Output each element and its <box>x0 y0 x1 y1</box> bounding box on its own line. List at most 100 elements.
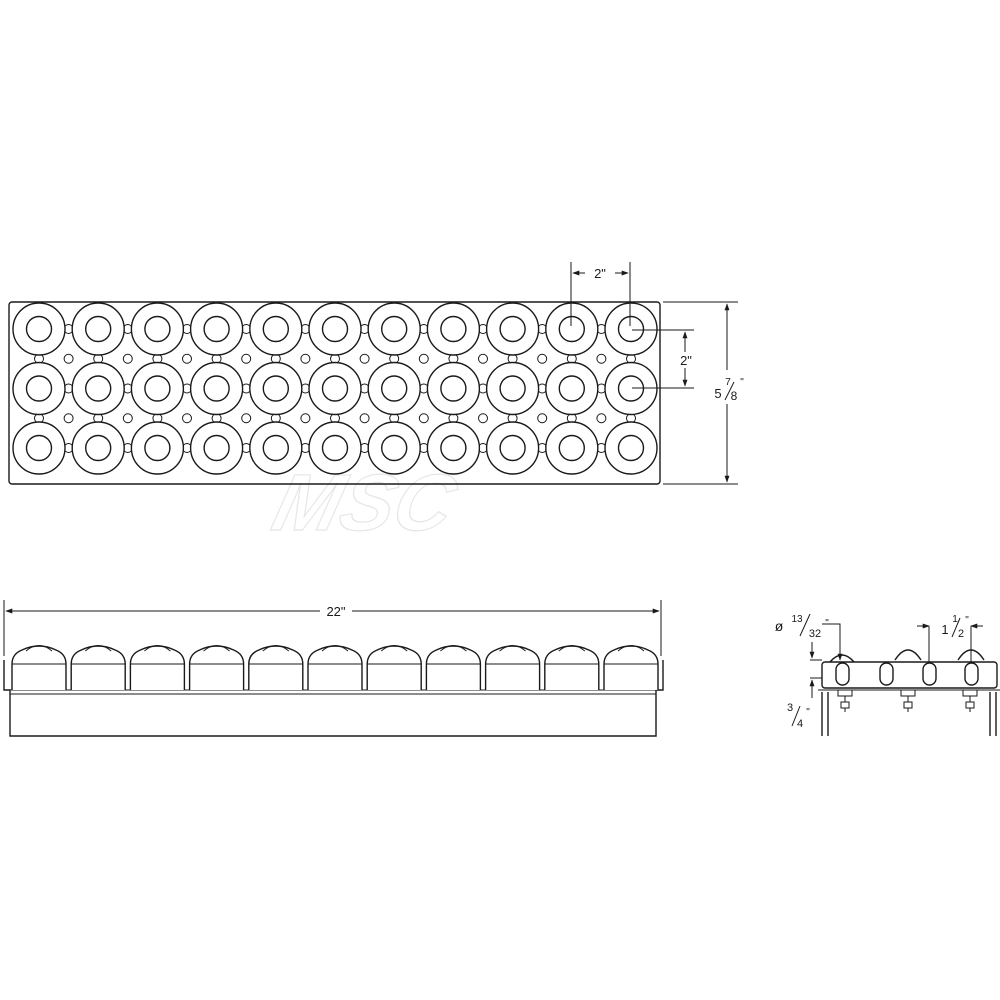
small-hole <box>182 353 192 364</box>
side-ball-transfer <box>544 645 600 690</box>
ball-transfer-outer <box>12 421 66 475</box>
side-ball-dome <box>144 645 171 652</box>
side-ball-dome <box>321 645 349 652</box>
ball-transfer-outer <box>485 421 540 475</box>
ball-transfer-outer <box>249 361 303 416</box>
ball-transfer-inner <box>558 315 585 343</box>
slot-unit: " <box>965 615 969 626</box>
offset-denominator: 4 <box>797 718 803 730</box>
slot-whole: 1 <box>941 622 948 637</box>
ball-transfer-outer <box>189 421 244 475</box>
small-hole <box>359 413 370 424</box>
small-hole <box>418 413 429 424</box>
side-ball-transfer <box>425 645 482 690</box>
small-hole <box>359 353 370 364</box>
side-ball-dome <box>380 645 408 652</box>
offset-callout: 3 4 " <box>787 642 822 730</box>
ball-transfer-inner <box>144 315 171 343</box>
ball-transfer-outer <box>12 302 66 356</box>
slot-length-callout: 1 1 2 " <box>917 614 983 662</box>
ball-transfer-inner <box>84 315 112 343</box>
ball-transfer-outer <box>130 302 185 356</box>
ball-transfer-inner <box>558 375 585 402</box>
side-ball-housing <box>188 645 245 690</box>
ball-transfer-outer <box>485 302 540 356</box>
ball-transfer-inner <box>381 434 408 462</box>
side-ball-housing <box>484 645 541 690</box>
offset-numerator: 3 <box>787 702 793 714</box>
ball-transfer-inner <box>203 315 230 343</box>
side-ball-transfer <box>307 645 363 690</box>
ball-transfer-inner <box>25 434 53 462</box>
offset-unit: " <box>806 707 810 718</box>
ball-transfer-outer <box>249 421 303 475</box>
side-ball-housing <box>603 645 659 690</box>
diameter-denominator: 32 <box>809 628 821 640</box>
side-ball-dome <box>499 645 526 652</box>
side-ball-transfer <box>484 645 541 690</box>
side-ball-housing <box>544 645 600 690</box>
small-hole <box>537 413 548 424</box>
small-hole <box>596 353 607 364</box>
width-whole: 5 <box>714 386 721 401</box>
ball-transfer-inner <box>381 315 408 343</box>
small-hole <box>596 413 607 424</box>
side-ball-housing <box>366 645 422 690</box>
width-numerator: 7 <box>725 377 731 388</box>
ball-transfer-outer <box>426 421 481 475</box>
side-ball-dome <box>203 645 230 652</box>
watermark: MSC <box>265 458 466 548</box>
diameter-numerator: 13 <box>791 614 803 625</box>
length-label: 22" <box>326 604 345 619</box>
ball-transfer-inner <box>440 375 467 402</box>
side-ball-transfer <box>366 645 422 690</box>
ball-transfer-outer <box>249 302 303 356</box>
ball-transfer-outer <box>545 361 599 416</box>
ball-transfer-inner <box>381 375 408 402</box>
width-dimension: 5 7 8 " <box>663 301 748 485</box>
ball-transfer-inner <box>144 375 171 402</box>
side-ball-housing <box>425 645 482 690</box>
ball-transfer-outer <box>71 302 125 356</box>
hole-diameter-callout: ø 13 32 " <box>775 613 843 661</box>
side-ball-transfer <box>70 645 126 690</box>
end-view <box>818 649 1000 736</box>
side-ball-transfer <box>188 645 245 690</box>
ball-transfer-inner <box>499 375 526 402</box>
ball-transfers-group <box>12 302 658 475</box>
horizontal-pitch-label: 2" <box>594 266 606 281</box>
side-ball-dome <box>617 645 645 652</box>
ball-transfer-outer <box>130 361 185 416</box>
side-ball-dome <box>558 645 586 652</box>
ball-transfer-inner <box>84 375 112 402</box>
side-ball-housing <box>307 645 363 690</box>
end-view-body <box>821 661 998 689</box>
side-ball-housing <box>129 645 186 690</box>
ball-transfer-inner <box>440 315 467 343</box>
small-hole <box>478 353 488 364</box>
ball-transfer-inner <box>144 434 171 462</box>
ball-transfer-outer <box>71 361 125 416</box>
ball-transfer-inner <box>321 315 349 343</box>
ball-transfer-inner <box>499 434 526 462</box>
small-hole <box>63 413 74 424</box>
ball-transfer-outer <box>12 361 66 416</box>
small-hole <box>241 413 252 424</box>
small-hole <box>537 353 548 364</box>
ball-transfer-outer <box>308 302 362 356</box>
small-hole <box>63 353 74 364</box>
ball-transfer-outer <box>367 361 421 416</box>
small-hole <box>300 353 311 364</box>
ball-transfer-inner <box>617 315 645 343</box>
ball-transfer-inner <box>25 375 53 402</box>
ball-transfer-inner <box>617 434 645 462</box>
slot-denominator: 2 <box>958 628 964 640</box>
side-ball-dome <box>84 645 112 652</box>
length-dimension: 22" <box>3 600 662 656</box>
ball-transfer-inner <box>203 375 230 402</box>
ball-transfer-outer <box>545 421 599 475</box>
ball-transfer-outer <box>485 361 540 416</box>
ball-transfer-inner <box>203 434 230 462</box>
side-ball-transfer <box>603 645 659 690</box>
